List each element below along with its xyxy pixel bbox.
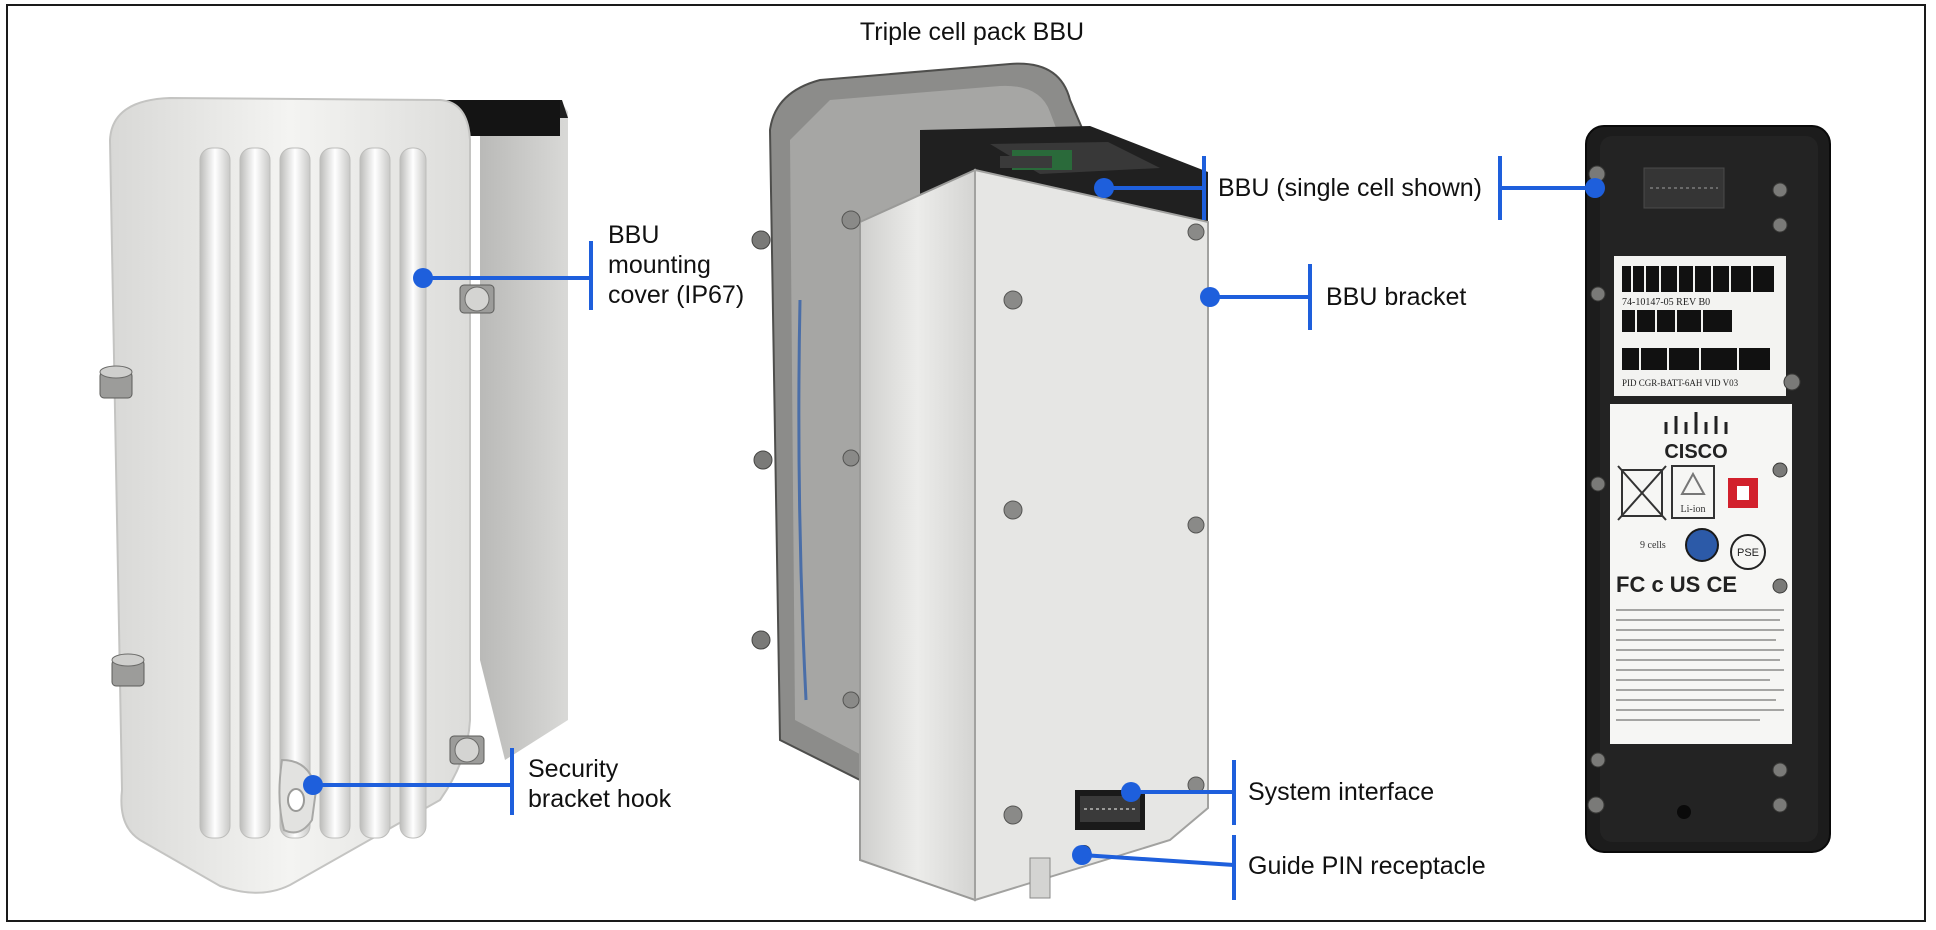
label-bbu-single-cell: BBU (single cell shown) (1218, 174, 1482, 202)
label-security-line1: Security (528, 755, 619, 783)
cover-slots (199, 147, 427, 839)
svg-text:Li-ion: Li-ion (1681, 504, 1706, 515)
callout-system-interface: System interface (1121, 760, 1434, 825)
cells-count-text: 9 cells (1640, 540, 1666, 551)
cisco-logo-icon (1664, 412, 1728, 434)
label-system-interface: System interface (1248, 778, 1434, 806)
mounting-cover-device (99, 96, 568, 894)
battery-screws (1587, 165, 1801, 814)
li-ion-recycle-icon: Li-ion (1671, 465, 1715, 519)
callout-guide-pin: Guide PIN receptacle (1072, 835, 1486, 900)
label-mounting-cover-line2: mounting (608, 251, 711, 279)
cert-marks-text: FC c US CE (1616, 572, 1737, 597)
callout-security-hook: Security bracket hook (303, 748, 672, 815)
battery-cell-device: 74-10147-05 REV B0 PID CGR-BATT-6AH VID … (1585, 125, 1831, 853)
red-certification-icon (1728, 478, 1758, 508)
part-number-text: 74-10147-05 REV B0 (1622, 297, 1710, 308)
pse-mark-icon: PSE (1730, 534, 1766, 570)
pid-text: PID CGR-BATT-6AH VID V03 (1622, 378, 1739, 388)
cisco-brand-text: CISCO (1664, 441, 1727, 463)
callout-mounting-cover: BBU mounting cover (IP67) (413, 221, 744, 310)
weee-bin-icon (1617, 465, 1667, 521)
label-guide-pin: Guide PIN receptacle (1248, 852, 1486, 880)
blue-seal-icon (1685, 528, 1719, 562)
diagram-title: Triple cell pack BBU (860, 18, 1084, 46)
label-security-line2: bracket hook (528, 785, 672, 813)
callout-bbu-single-cell: BBU (single cell shown) (1094, 156, 1605, 220)
cover-bolts (99, 284, 495, 765)
bbu-bracket-device (751, 62, 1209, 902)
label-mounting-cover-line3: cover (IP67) (608, 281, 744, 309)
callout-bbu-bracket: BBU bracket (1200, 264, 1466, 330)
bracket-screws (751, 210, 1205, 825)
label-mounting-cover-line1: BBU (608, 221, 659, 249)
svg-text:PSE: PSE (1737, 547, 1759, 559)
label-bbu-bracket: BBU bracket (1326, 283, 1466, 311)
